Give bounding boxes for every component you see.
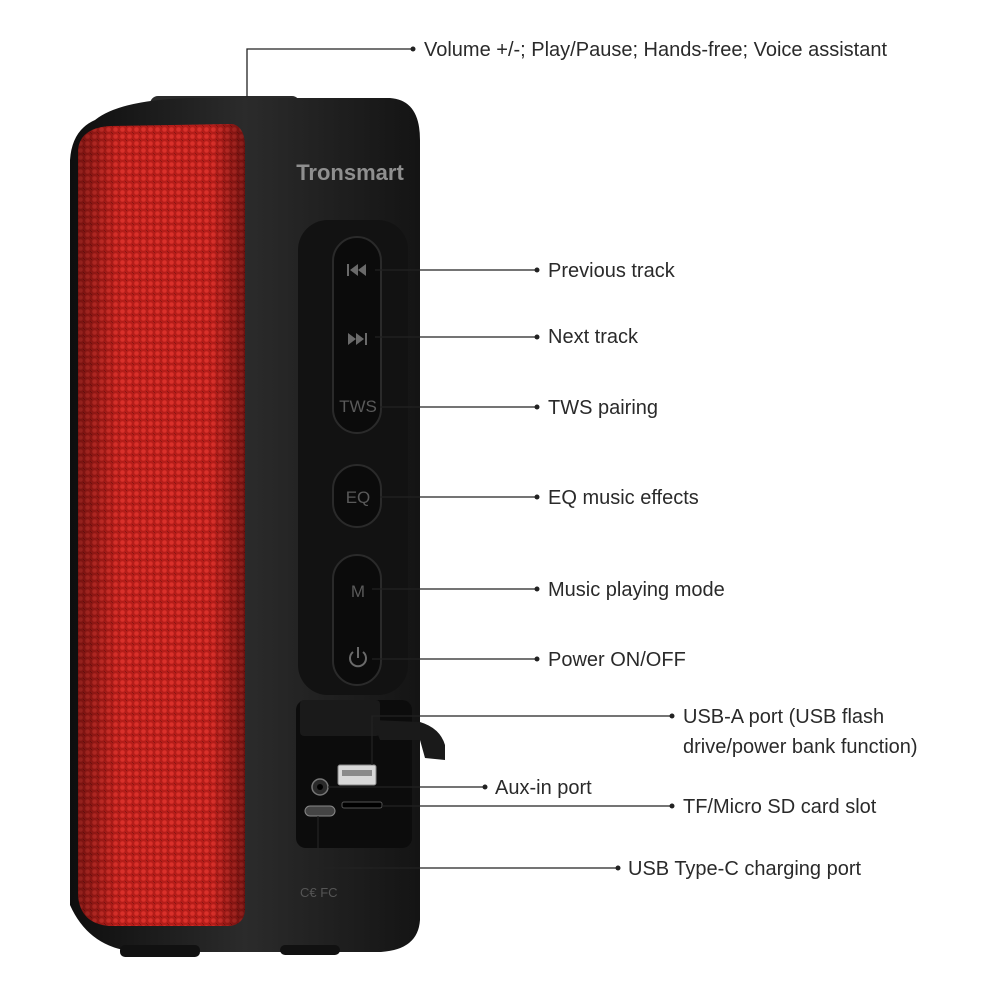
callout-aux: Aux-in port <box>495 777 592 799</box>
leader-top <box>246 48 413 97</box>
mode-button-label[interactable]: M <box>351 582 365 601</box>
speaker-foot <box>280 945 340 955</box>
svg-text:C€ FC: C€ FC <box>300 885 338 900</box>
usb-c-port <box>304 805 336 817</box>
tf-card-slot <box>341 801 383 809</box>
callout-eq: EQ music effects <box>548 487 699 509</box>
mode-power-pill[interactable] <box>332 554 382 686</box>
leader-usba <box>371 715 672 765</box>
leader-usbc <box>317 816 618 869</box>
leader-lines <box>246 48 672 869</box>
next-track-icon[interactable] <box>348 333 367 345</box>
callout-tws-pairing: TWS pairing <box>548 397 659 419</box>
callout-tf-card: TF/Micro SD card slot <box>683 796 877 818</box>
callout-next-track: Next track <box>548 326 639 348</box>
callout-usb-a: USB-A port (USB flash drive/power bank f… <box>683 706 918 758</box>
callout-top: Volume +/-; Play/Pause; Hands-free; Voic… <box>424 39 888 61</box>
callout-mode: Music playing mode <box>548 579 725 601</box>
callout-power: Power ON/OFF <box>548 649 686 671</box>
power-icon[interactable] <box>349 647 367 668</box>
eq-button[interactable] <box>332 464 382 528</box>
brand-logo: Tronsmart <box>296 160 404 185</box>
eq-button-label[interactable]: EQ <box>346 488 371 507</box>
speaker-foot <box>120 945 200 957</box>
rubber-cover[interactable] <box>372 720 445 760</box>
leader-dots <box>410 46 675 871</box>
tws-button-label[interactable]: TWS <box>339 397 377 416</box>
port-cover-flap[interactable] <box>300 700 380 736</box>
previous-track-icon[interactable] <box>347 264 366 276</box>
callout-usb-c: USB Type-C charging port <box>628 858 862 880</box>
callout-previous-track: Previous track <box>548 260 675 282</box>
